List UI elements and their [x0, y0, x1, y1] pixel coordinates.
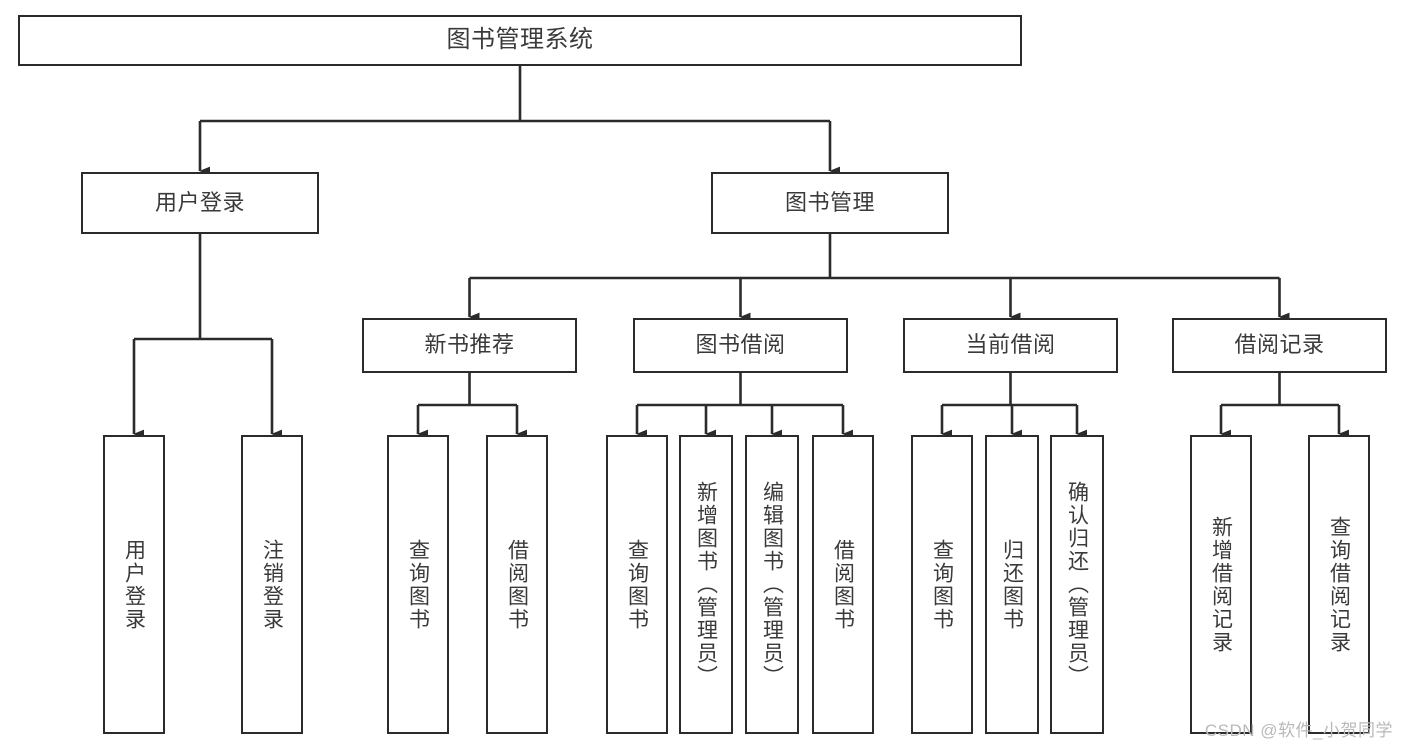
node-leaf-add-record[interactable]: 新增借阅记录: [1190, 435, 1252, 734]
node-label: 用户登录: [122, 538, 146, 631]
node-label: 借阅图书: [831, 538, 855, 631]
node-leaf-user-login[interactable]: 用户登录: [103, 435, 165, 734]
node-book-borrow[interactable]: 图书借阅: [633, 318, 848, 373]
node-label: 新书推荐: [424, 332, 515, 358]
node-label: 查询借阅记录: [1327, 515, 1351, 654]
node-label: 查询图书: [930, 538, 954, 631]
node-label: 编辑图书（管理员）: [760, 481, 784, 688]
node-leaf-confirm-ret[interactable]: 确认归还（管理员）: [1050, 435, 1104, 734]
node-label: 借阅图书: [505, 538, 529, 631]
node-leaf-edit-book[interactable]: 编辑图书（管理员）: [745, 435, 799, 734]
node-leaf-logout[interactable]: 注销登录: [241, 435, 303, 734]
node-label: 查询图书: [406, 538, 430, 631]
node-label: 借阅记录: [1234, 332, 1325, 358]
node-label: 归还图书: [1000, 538, 1024, 631]
node-label: 注销登录: [260, 538, 284, 631]
node-label: 用户登录: [154, 189, 245, 215]
node-leaf-borrow-book-2[interactable]: 借阅图书: [812, 435, 874, 734]
node-new-book-rec[interactable]: 新书推荐: [362, 318, 577, 373]
node-current-borrow[interactable]: 当前借阅: [903, 318, 1118, 373]
node-label: 当前借阅: [965, 332, 1056, 358]
node-borrow-record[interactable]: 借阅记录: [1172, 318, 1387, 373]
node-leaf-add-book[interactable]: 新增图书（管理员）: [679, 435, 733, 734]
node-label: 图书管理: [784, 189, 875, 215]
node-label: 确认归还（管理员）: [1065, 481, 1089, 688]
node-leaf-query-book-3[interactable]: 查询图书: [911, 435, 973, 734]
node-user-login[interactable]: 用户登录: [81, 172, 319, 234]
node-leaf-query-record[interactable]: 查询借阅记录: [1308, 435, 1370, 734]
node-label: 新增借阅记录: [1209, 515, 1233, 654]
node-leaf-borrow-book-1[interactable]: 借阅图书: [486, 435, 548, 734]
node-leaf-return-book[interactable]: 归还图书: [985, 435, 1039, 734]
node-label: 查询图书: [625, 538, 649, 631]
node-label: 图书管理系统: [446, 26, 594, 54]
node-root[interactable]: 图书管理系统: [18, 15, 1022, 66]
node-book-manage[interactable]: 图书管理: [711, 172, 949, 234]
node-label: 图书借阅: [695, 332, 786, 358]
node-label: 新增图书（管理员）: [694, 481, 718, 688]
node-leaf-query-book-1[interactable]: 查询图书: [387, 435, 449, 734]
node-leaf-query-book-2[interactable]: 查询图书: [606, 435, 668, 734]
